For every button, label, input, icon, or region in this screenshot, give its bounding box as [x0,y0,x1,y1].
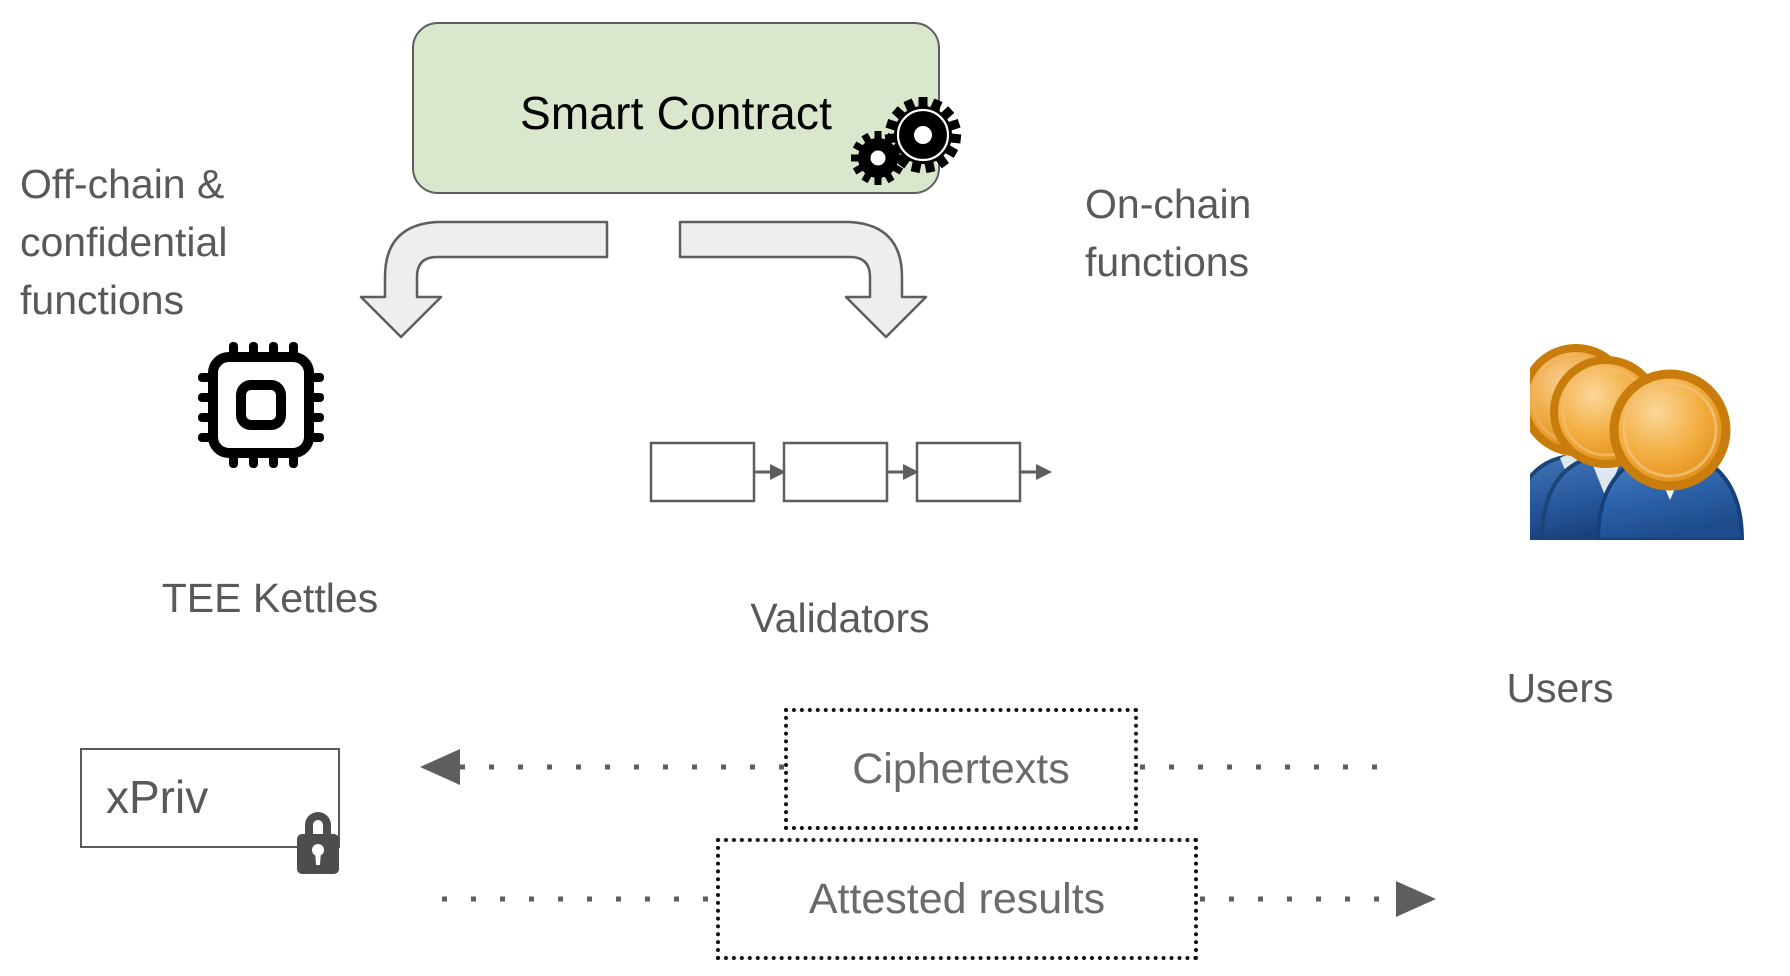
blockchain-icon [649,441,1052,503]
ciphertexts-right-connector [1140,764,1400,770]
attested-results-packet-box[interactable]: Attested results [716,838,1198,960]
onchain-caption: On-chain functions [1085,181,1252,286]
offchain-caption: Off-chain & confidential functions [20,161,228,324]
attested-left-connector [442,896,718,902]
cpu-chip-icon [198,342,324,468]
gears-icon [851,97,962,185]
xpriv-box[interactable]: xPriv [80,748,340,848]
ciphertexts-left-connector [420,749,788,785]
ciphertexts-packet-box[interactable]: Ciphertexts [784,708,1138,830]
attested-right-connector [1200,881,1436,917]
smart-contract-box[interactable]: Smart Contract [412,22,940,194]
xpriv-label: xPriv [106,771,209,823]
attested-results-label: Attested results [808,874,1106,923]
tee-kettles-label: TEE Kettles [161,575,379,621]
elbow-arrow-down-right-icon [678,220,928,339]
validators-label: Validators [750,595,930,641]
smart-contract-label: Smart Contract [519,87,833,139]
users-label: Users [1506,665,1614,711]
ciphertexts-label: Ciphertexts [852,744,1070,793]
users-group-icon [1530,344,1745,540]
elbow-arrow-down-left-icon [359,220,609,339]
padlock-icon [297,812,339,874]
